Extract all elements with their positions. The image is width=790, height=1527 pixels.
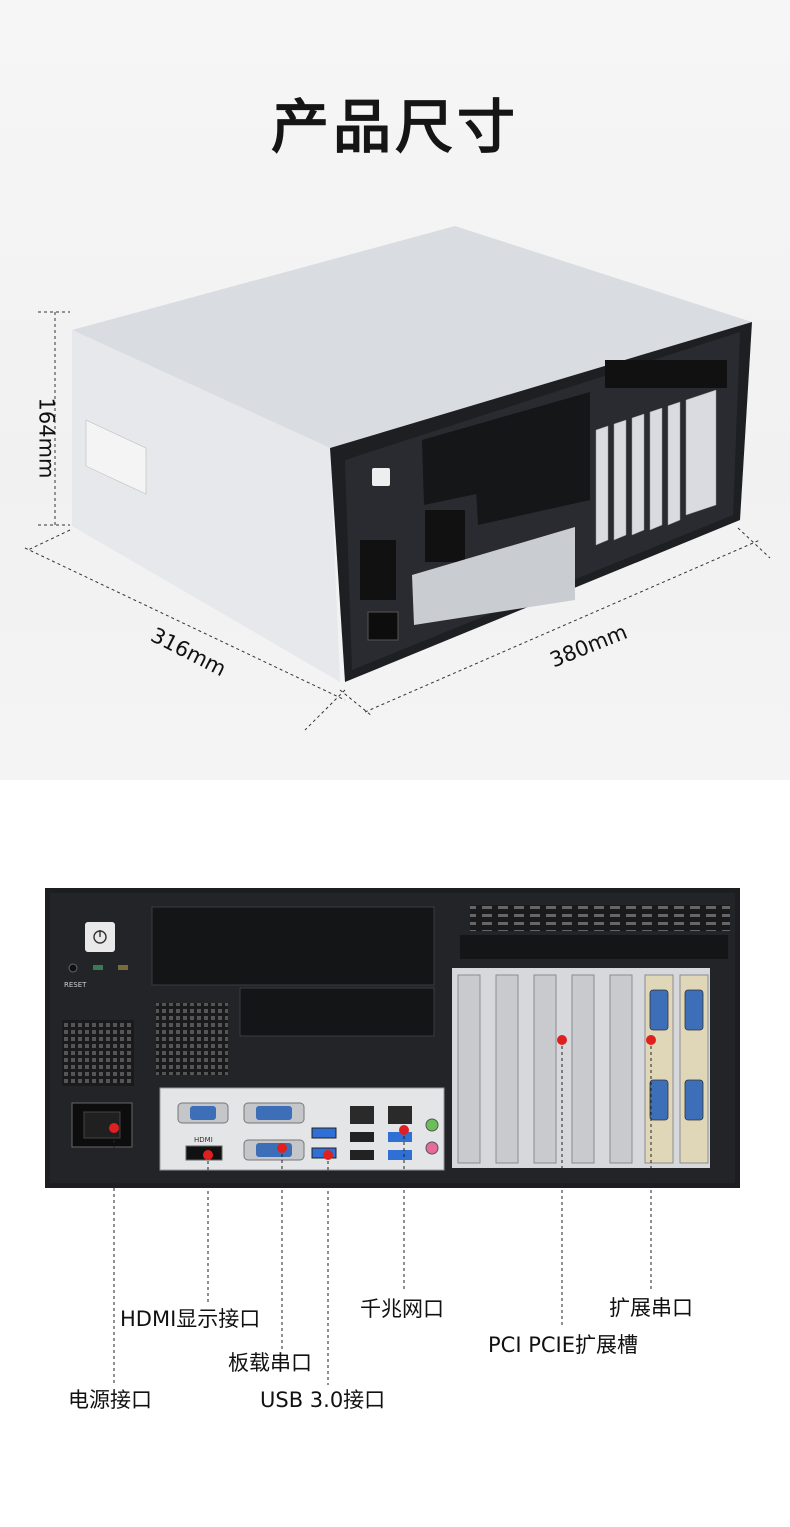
vent-grille-top (470, 905, 730, 931)
chassis-3d-illustration (24, 226, 771, 731)
callout-dots (109, 1035, 656, 1160)
chassis-top (72, 226, 752, 448)
page-title: 产品尺寸 (270, 93, 519, 161)
power-button-3d (372, 468, 390, 486)
chassis-side (72, 330, 340, 682)
drive-bay-1 (151, 906, 435, 986)
case-front (45, 888, 740, 1188)
io-shield (159, 1087, 445, 1171)
hdmi-port (185, 1145, 223, 1161)
callout-power: 电源接口 (68, 1388, 152, 1412)
expansion-slots-3d (595, 389, 717, 546)
power-inlet-3d (367, 611, 399, 641)
callout-usb3: USB 3.0接口 (260, 1388, 386, 1412)
expansion-serial-ports (649, 989, 704, 1121)
callout-expansion-serial: 扩展串口 (609, 1296, 693, 1320)
hdmi-port-label: HDMI (194, 1136, 213, 1144)
callout-hdmi: HDMI显示接口 (120, 1307, 261, 1331)
expansion-slot-covers (457, 974, 633, 1164)
reset-label: RESET (64, 981, 87, 989)
drive-bay-2 (239, 987, 435, 1037)
dimension-lines (24, 311, 771, 731)
power-button (85, 922, 115, 952)
callout-gigabit-lan: 千兆网口 (360, 1297, 444, 1321)
dimension-height: 164mm (34, 397, 59, 479)
vent-grille-fan (62, 1020, 134, 1086)
vent-grille-1 (156, 1003, 228, 1075)
power-inlet (71, 1102, 133, 1148)
expansion-area (452, 968, 710, 1168)
vent-grille-3d (360, 360, 727, 600)
callout-onboard-serial: 板载串口 (228, 1351, 312, 1375)
side-label-sticker (85, 419, 147, 495)
callout-pci-slots: PCI PCIE扩展槽 (488, 1333, 638, 1357)
